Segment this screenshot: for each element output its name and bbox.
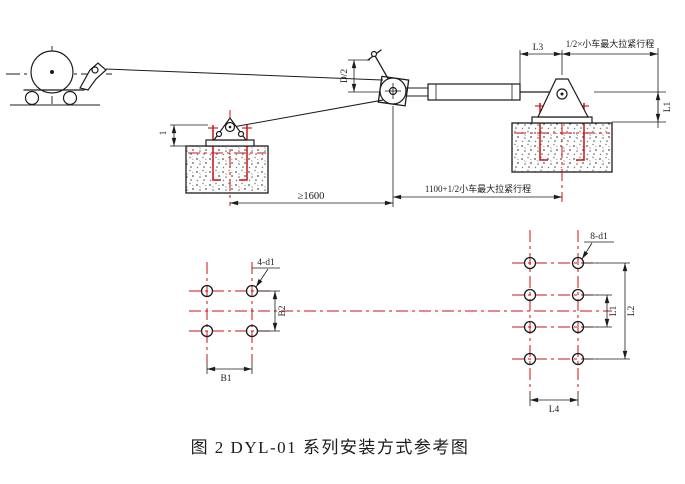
right-holes-label: 8-d1 (590, 232, 608, 242)
bolt-hole (523, 320, 537, 334)
dim-top-travel-label: 1/2×小车最大拉紧行程 (566, 38, 655, 49)
plan-left-pattern: 4-d1 B1 B2 (189, 258, 288, 384)
middle-foundation-block (185, 145, 269, 194)
left-holes-label: 4-d1 (257, 258, 275, 268)
dim-l1-side-label: L1 (663, 101, 673, 112)
dim-bolt-height: 1 (158, 124, 208, 147)
dim-b1-label: B1 (220, 374, 231, 384)
dim-l3-label: L3 (533, 43, 544, 53)
dim-l4-label: L4 (549, 405, 560, 415)
anchor-rope (232, 99, 384, 128)
dim-min-span: ≥1600 (230, 106, 394, 207)
figure-caption: 图 2 DYL-01 系列安装方式参考图 (191, 438, 470, 457)
plan-view: 4-d1 B1 B2 (189, 230, 637, 415)
side-view: D/2 1 (6, 38, 673, 207)
bolt-hole (523, 288, 537, 302)
dim-b2-label: B2 (278, 305, 288, 316)
middle-anchor (185, 110, 269, 206)
pulley-assembly (367, 49, 410, 107)
bolt-hole (200, 324, 214, 338)
dim-l1-side: L1 (594, 91, 673, 123)
plan-right-pattern: 8-d1 L1 L2 L4 (512, 230, 637, 415)
bolt-hole (523, 352, 537, 366)
bolt-hole (523, 256, 537, 270)
tension-rod (406, 83, 558, 101)
right-anchor (511, 78, 613, 202)
bolt-hole (571, 288, 585, 302)
dim-span-travel: 1100+1/2小车最大拉紧行程 (393, 183, 562, 200)
bolt-hole (571, 352, 585, 366)
bolt-hole (571, 320, 585, 334)
dim-d-half: D/2 (340, 59, 380, 93)
bolt-hole (571, 256, 585, 270)
bolt-hole (200, 284, 214, 298)
tension-cable (105, 68, 384, 81)
dim-min-span-label: ≥1600 (298, 191, 325, 202)
dim-plan-l1-label: L1 (609, 305, 619, 316)
bolt-hole (245, 324, 259, 338)
bolt-hole (245, 284, 259, 298)
dim-d-half-label: D/2 (340, 69, 350, 84)
dim-l3: L3 (519, 43, 562, 84)
winch-trolley (6, 46, 112, 106)
dim-bolt-height-label: 1 (158, 131, 168, 136)
dim-span-travel-label: 1100+1/2小车最大拉紧行程 (425, 183, 531, 194)
dim-plan-l2-label: L2 (627, 305, 637, 316)
